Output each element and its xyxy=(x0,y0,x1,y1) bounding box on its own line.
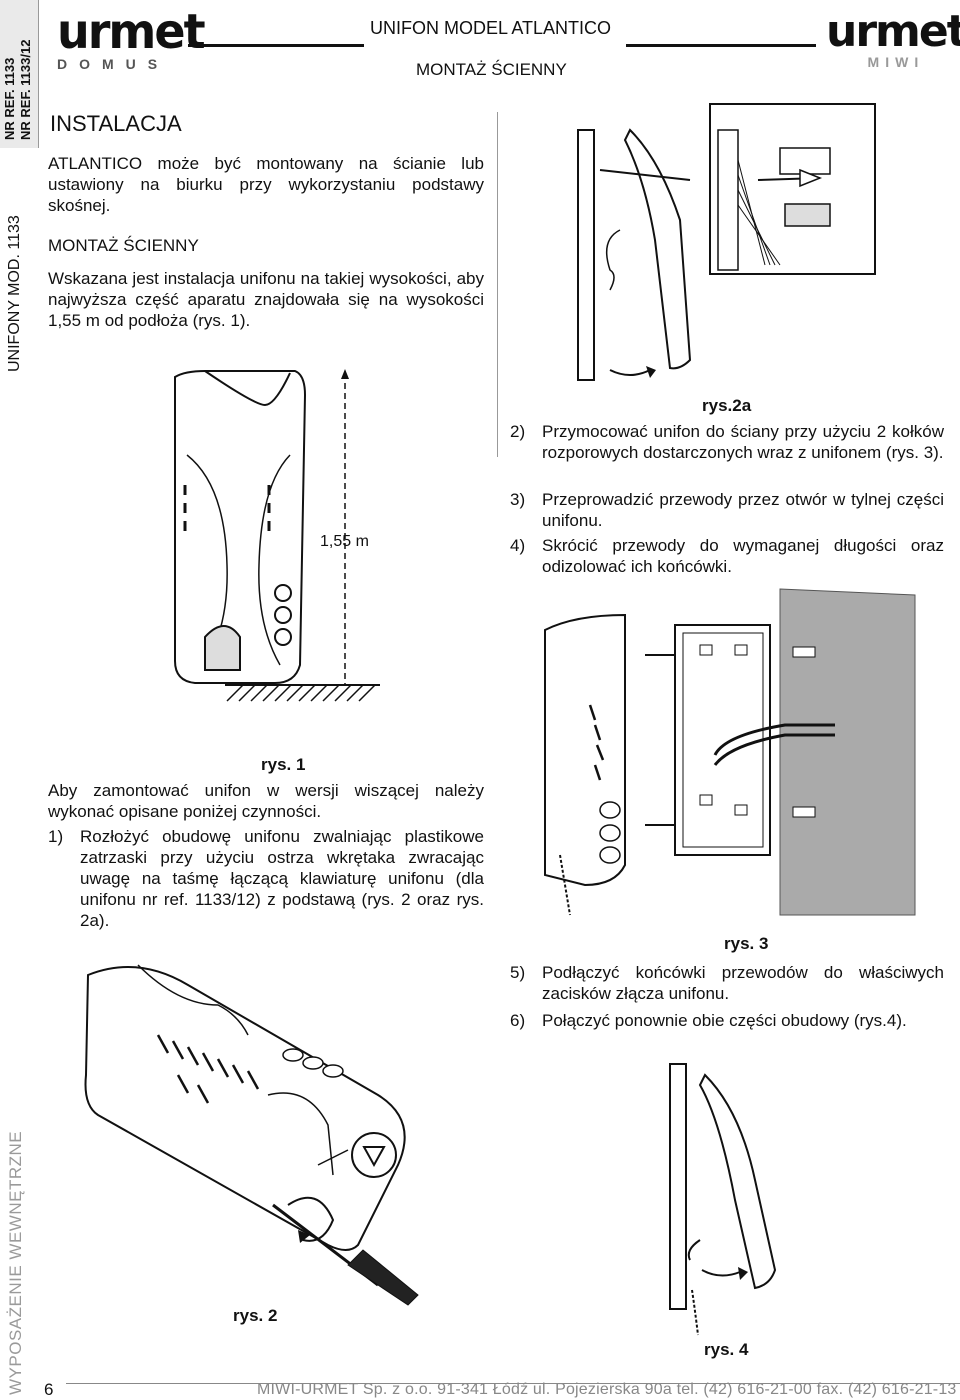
footer-rule xyxy=(66,1383,960,1384)
paragraph-wall-mount: Aby zamontować unifon w wersji wiszącej … xyxy=(48,781,484,821)
step-1-text: Rozłożyć obudowę unifonu zwalniając plas… xyxy=(80,827,484,930)
figure-1-illustration xyxy=(174,369,380,702)
header-rule-right xyxy=(626,44,816,47)
brand-logo-right-sub: MIWI xyxy=(867,54,925,70)
step-5: 5) Podłączyć końcówki przewodów do właśc… xyxy=(510,962,944,1004)
step-6: 6) Połączyć ponownie obie części obudowy… xyxy=(510,1010,944,1031)
figure-4-illustration xyxy=(669,1063,777,1336)
step-3-text: Przeprowadzić przewody przez otwór w tyl… xyxy=(542,490,944,530)
column-divider xyxy=(497,112,498,457)
step-2-text: Przymocować unifon do ściany przy użyciu… xyxy=(542,422,944,462)
figure-3-illustration xyxy=(544,588,916,916)
section-title: INSTALACJA xyxy=(50,111,182,136)
step-3-number: 3) xyxy=(510,490,526,509)
figure-2-illustration xyxy=(84,964,419,1306)
brand-logo-left-sub: DOMUS xyxy=(57,56,170,72)
sidebar-ref-2: NR REF. 1133/12 xyxy=(18,39,33,140)
brand-logo-left: urmet DOMUS xyxy=(57,2,206,72)
figure-3-caption: rys. 3 xyxy=(724,934,769,953)
paragraph-height: Wskazana jest instalacja unifonu na taki… xyxy=(48,269,484,330)
page-number: 6 xyxy=(44,1380,54,1399)
brand-logo-right: urmet MIWI xyxy=(826,6,960,71)
figure-2a-illustration xyxy=(577,103,876,381)
step-1-number: 1) xyxy=(48,827,64,846)
step-4: 4) Skrócić przewody do wymaganej długośc… xyxy=(510,535,944,577)
sidebar: NR REF. 1133 NR REF. 1133/12 UNIFONY MOD… xyxy=(0,0,39,1400)
figure-4-caption: rys. 4 xyxy=(704,1340,749,1359)
sidebar-model: UNIFONY MOD. 1133 xyxy=(6,215,23,372)
step-4-text: Skrócić przewody do wymaganej długości o… xyxy=(542,536,944,576)
figure-2a-caption: rys.2a xyxy=(702,396,752,415)
step-3: 3) Przeprowadzić przewody przez otwór w … xyxy=(510,489,944,531)
brand-logo-right-text: urmet xyxy=(826,6,960,57)
figure-1-height-label: 1,55 m xyxy=(320,533,369,550)
step-2: 2) Przymocować unifon do ściany przy uży… xyxy=(510,421,944,463)
intro-paragraph: ATLANTICO może być montowany na ścianie … xyxy=(48,154,484,215)
section-heading: MONTAŻ ŚCIENNY xyxy=(48,236,199,255)
page-title: UNIFON MODEL ATLANTICO xyxy=(370,18,612,38)
sidebar-category: WYPOSAŻENIE WEWNĘTRZNE xyxy=(6,1130,25,1395)
step-2-number: 2) xyxy=(510,422,526,441)
figure-2-caption: rys. 2 xyxy=(233,1306,278,1325)
step-1: 1) Rozłożyć obudowę unifonu zwalniając p… xyxy=(48,826,484,931)
step-6-number: 6) xyxy=(510,1011,526,1030)
step-5-text: Podłączyć końcówki przewodów do właściwy… xyxy=(542,963,944,1003)
step-6-text: Połączyć ponownie obie części obudowy (r… xyxy=(542,1011,907,1030)
step-5-number: 5) xyxy=(510,963,526,982)
section-title-box: INSTALACJA xyxy=(40,108,460,138)
brand-logo-left-text: urmet xyxy=(57,2,206,60)
footer-company: MIWI-URMET Sp. z o.o. 91-341 Łódź ul. Po… xyxy=(257,1381,957,1398)
step-4-number: 4) xyxy=(510,536,526,555)
sidebar-ref-1: NR REF. 1133 xyxy=(2,57,17,140)
figure-1-caption: rys. 1 xyxy=(261,755,306,774)
page-subtitle: MONTAŻ ŚCIENNY xyxy=(416,60,567,79)
sidebar-ref-box xyxy=(0,0,39,148)
header-rule-left xyxy=(188,44,364,47)
